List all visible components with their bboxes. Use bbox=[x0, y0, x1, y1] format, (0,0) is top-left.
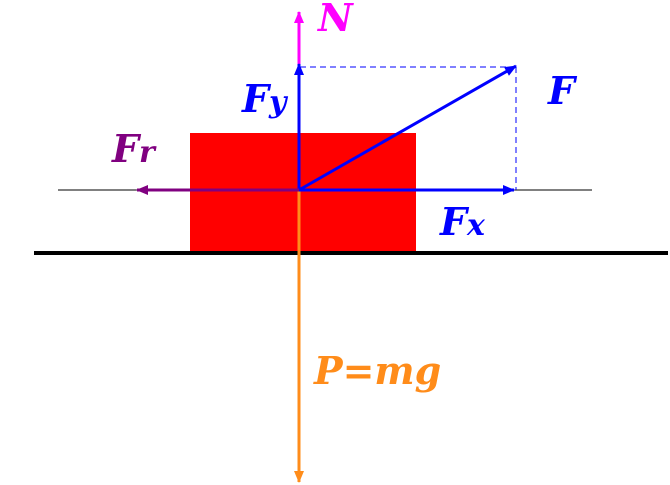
fr-label-main: F bbox=[111, 126, 142, 171]
fr-label-sub: r bbox=[139, 135, 157, 170]
fy-label-main: F bbox=[241, 76, 272, 121]
fy-label-sub: y bbox=[268, 85, 289, 120]
fx-label-sub: x bbox=[466, 208, 486, 243]
fx-label-main: F bbox=[439, 199, 470, 244]
fx-label: Fx bbox=[439, 199, 486, 244]
fy-label: Fy bbox=[241, 76, 289, 121]
friction-force-label: Fr bbox=[111, 126, 157, 171]
applied-force-label: F bbox=[547, 68, 578, 113]
block bbox=[190, 133, 416, 252]
normal-force-label: N bbox=[317, 0, 354, 40]
applied-force-arrow bbox=[298, 64, 517, 192]
weight-label: P=mg bbox=[313, 348, 441, 393]
